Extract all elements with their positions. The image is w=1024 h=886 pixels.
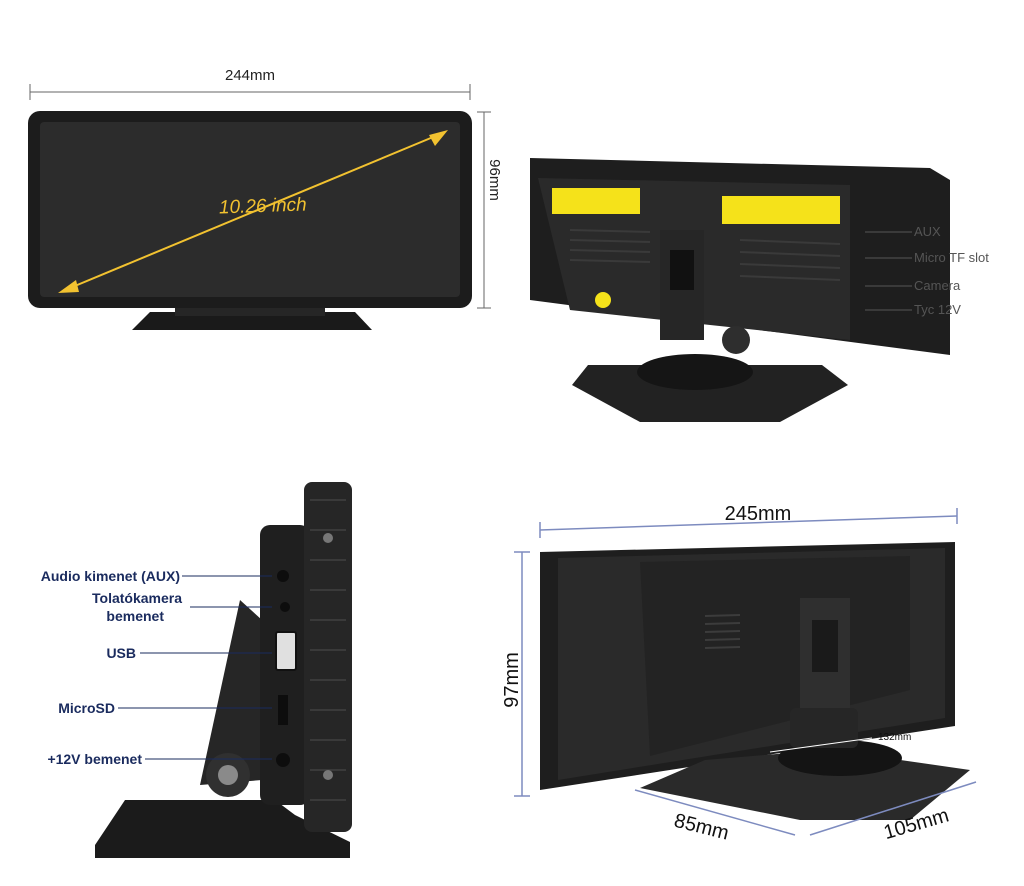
rear-port-camera: Camera: [914, 278, 961, 293]
side-stand-arm: [200, 600, 262, 785]
side-label-12v: +12V bemenet: [47, 751, 142, 767]
back-stand-label: 132mm: [878, 732, 911, 743]
rear-port-aux: AUX: [914, 224, 941, 239]
sticker-right: [722, 196, 840, 224]
back-height-label: 97mm: [501, 652, 523, 708]
diagonal-label: 10.26 inch: [219, 194, 307, 218]
front-view: 244mm 96mm 10.26 inch: [0, 0, 510, 360]
side-view-graphic: Audio kimenet (AUX) Tolatókamera bemenet…: [41, 482, 352, 858]
screen-display: [40, 122, 460, 297]
front-view-graphic: 244mm 96mm 10.26 inch: [28, 67, 503, 330]
diagonal-arrow: [69, 134, 439, 289]
back-depth-line: [634, 789, 796, 836]
rear-port-12v: Tyc 12V: [914, 302, 961, 317]
back-view: 245mm 97mm 132mm 85mm 105mm: [500, 490, 1024, 886]
height-label: 96mm: [486, 159, 503, 201]
side-label-microsd: MicroSD: [58, 700, 115, 716]
side-label-usb: USB: [106, 645, 136, 661]
rear-port-tf: Micro TF slot: [914, 250, 989, 265]
side-label-aux: Audio kimenet (AUX): [41, 568, 180, 584]
rear-view: AUX Micro TF slot Camera Tyc 12V: [510, 140, 1024, 440]
side-label-camera-line1: Tolatókamera: [92, 590, 182, 606]
width-label: 244mm: [225, 67, 275, 84]
microsd-slot: [278, 695, 288, 725]
sticker-left: [552, 188, 640, 214]
rear-base-plate: [572, 365, 848, 422]
side-label-camera-line2: bemenet: [106, 608, 164, 624]
side-view: Audio kimenet (AUX) Tolatókamera bemenet…: [0, 470, 510, 886]
side-screen-edge: [304, 482, 352, 832]
camera-port: [280, 602, 290, 612]
stand-base: [132, 312, 372, 330]
usb-port: [275, 631, 297, 671]
rear-view-graphic: AUX Micro TF slot Camera Tyc 12V: [530, 158, 989, 422]
side-base: [95, 800, 350, 858]
back-width-label: 245mm: [725, 503, 792, 525]
aux-port: [277, 570, 289, 582]
back-base-line: [809, 781, 977, 836]
power-port: [276, 753, 290, 767]
back-width-line: [539, 515, 958, 531]
back-view-graphic: 245mm 97mm 132mm 85mm 105mm: [501, 503, 977, 845]
